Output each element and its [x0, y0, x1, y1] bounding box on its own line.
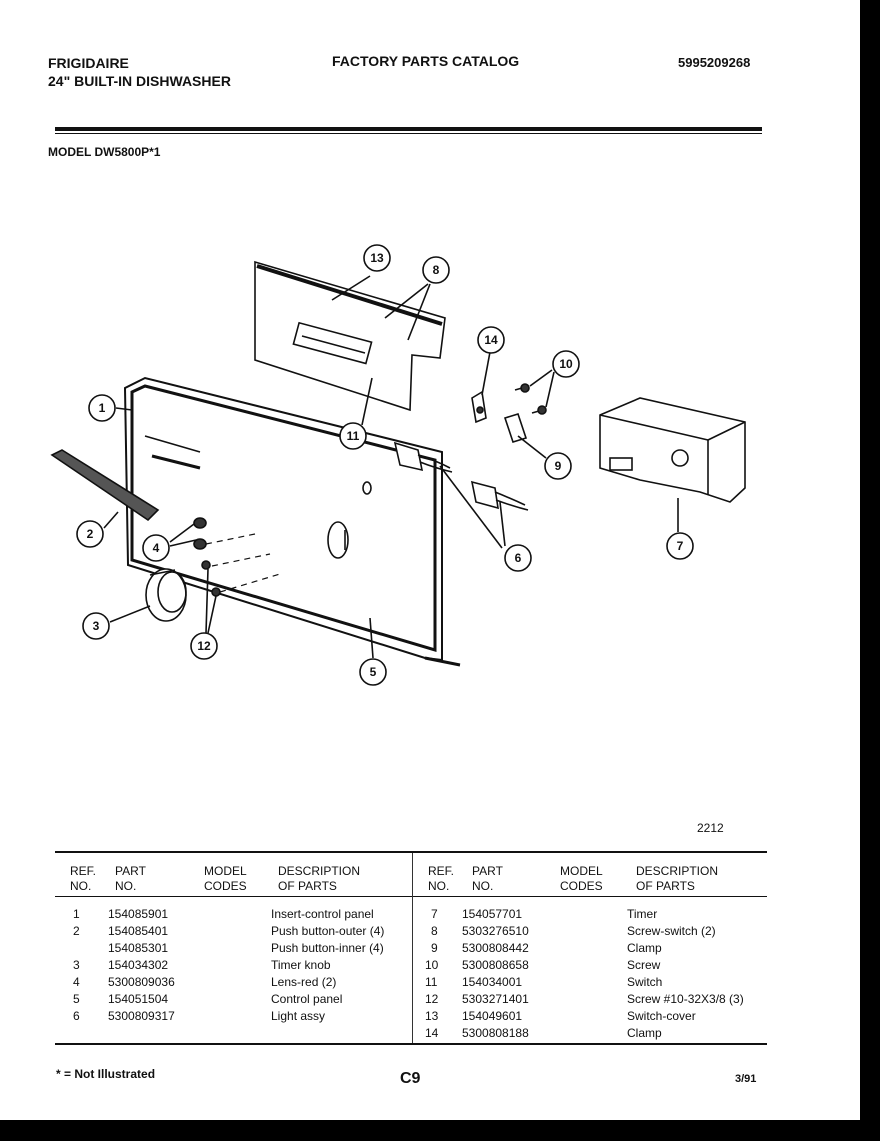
- part-description: Screw #10-32X3/8 (3): [627, 992, 744, 1006]
- callout-10: 10: [552, 350, 580, 378]
- svg-text:4: 4: [153, 541, 160, 555]
- part-ref-number: 12: [425, 992, 439, 1006]
- part-number: 154051504: [108, 992, 169, 1006]
- table-header-model-right: MODEL CODES: [560, 864, 603, 893]
- revision-date: 3/91: [735, 1073, 757, 1085]
- header-rule: [55, 127, 762, 131]
- svg-text:10: 10: [559, 357, 573, 371]
- part-number: 5300808442: [462, 941, 529, 955]
- table-header-ref-left: REF. NO.: [70, 864, 97, 893]
- catalog-page: FRIGIDAIRE 24" BUILT-IN DISHWASHER FACTO…: [0, 0, 860, 1120]
- part-number: 5300808658: [462, 958, 529, 972]
- svg-text:11: 11: [347, 429, 360, 443]
- catalog-number: 5995209268: [678, 55, 751, 70]
- part-description: Clamp: [627, 941, 662, 955]
- part-description: Lens-red (2): [271, 975, 337, 989]
- table-header-part-right: PART NO.: [472, 864, 503, 893]
- callout-5: 5: [359, 658, 387, 686]
- brand-name: FRIGIDAIRE: [48, 55, 129, 71]
- part-description: Push button-outer (4): [271, 924, 385, 938]
- part-number: 154049601: [462, 1009, 523, 1023]
- callout-8: 8: [422, 256, 450, 284]
- part-description: Switch-cover: [627, 1009, 696, 1023]
- header-rule-thin: [55, 133, 762, 134]
- part-description: Light assy: [271, 1009, 326, 1023]
- catalog-title: FACTORY PARTS CATALOG: [332, 53, 520, 69]
- part-number: 5303276510: [462, 924, 529, 938]
- part-ref-number: 3: [73, 958, 80, 972]
- svg-text:3: 3: [93, 619, 100, 633]
- part-description: Timer: [627, 907, 658, 921]
- part-number: 154085401: [108, 924, 169, 938]
- svg-text:14: 14: [484, 333, 498, 347]
- part-description: Screw-switch (2): [627, 924, 716, 938]
- table-header-rule: [55, 896, 767, 897]
- part-description: Timer knob: [271, 958, 331, 972]
- part-ref-number: 2: [73, 924, 80, 938]
- svg-text:13: 13: [370, 251, 384, 265]
- part-number: 154034302: [108, 958, 169, 972]
- svg-text:8: 8: [433, 263, 440, 277]
- part-description: Push button-inner (4): [271, 941, 384, 955]
- part-ref-number: 5: [73, 992, 80, 1006]
- callout-12: 12: [190, 632, 218, 660]
- callout-4: 4: [142, 534, 170, 562]
- svg-text:1: 1: [99, 401, 106, 415]
- part-description: Insert-control panel: [271, 907, 374, 921]
- part-number: 5303271401: [462, 992, 529, 1006]
- table-header-ref-right: REF. NO.: [428, 864, 455, 893]
- callout-7: 7: [666, 532, 694, 560]
- part-description: Switch: [627, 975, 663, 989]
- table-header-desc-right: DESCRIPTION OF PARTS: [636, 864, 719, 893]
- svg-text:12: 12: [197, 639, 211, 653]
- diagram-number: 2212: [697, 821, 724, 835]
- table-header-model-left: MODEL CODES: [204, 864, 247, 893]
- callout-1: 1: [88, 394, 116, 422]
- product-type: 24" BUILT-IN DISHWASHER: [48, 73, 231, 89]
- part-ref-number: 11: [425, 975, 438, 989]
- part-ref-number: 9: [431, 941, 438, 955]
- table-bottom-rule: [55, 1043, 767, 1045]
- callout-14: 14: [477, 326, 505, 354]
- part-ref-number: 8: [431, 924, 438, 938]
- svg-text:7: 7: [677, 539, 684, 553]
- footnote: * = Not Illustrated: [56, 1067, 156, 1081]
- part-ref-number: 10: [425, 958, 439, 972]
- page-code: C9: [400, 1070, 421, 1087]
- table-top-rule: [55, 851, 767, 853]
- part-ref-number: 1: [73, 907, 80, 921]
- svg-text:2: 2: [87, 527, 94, 541]
- callout-13: 13: [363, 244, 391, 272]
- part-number: 5300808188: [462, 1026, 529, 1040]
- part-number: 154085301: [108, 941, 169, 955]
- part-number: 5300809036: [108, 975, 175, 989]
- part-ref-number: 6: [73, 1009, 80, 1023]
- svg-text:5: 5: [370, 665, 377, 679]
- part-number: 154085901: [108, 907, 169, 921]
- part-ref-number: 4: [73, 975, 80, 989]
- part-description: Screw: [627, 958, 661, 972]
- table-header-part-left: PART NO.: [115, 864, 146, 893]
- part-number: 154034001: [462, 975, 523, 989]
- part-number: 5300809317: [108, 1009, 175, 1023]
- svg-text:9: 9: [555, 459, 562, 473]
- callout-9: 9: [544, 452, 572, 480]
- callout-6: 6: [504, 544, 532, 572]
- part-ref-number: 14: [425, 1026, 439, 1040]
- svg-text:6: 6: [515, 551, 522, 565]
- callout-3: 3: [82, 612, 110, 640]
- part-ref-number: 7: [431, 907, 438, 921]
- part-description: Control panel: [271, 992, 343, 1006]
- part-number: 154057701: [462, 907, 523, 921]
- table-header-desc-left: DESCRIPTION OF PARTS: [278, 864, 361, 893]
- part-ref-number: 13: [425, 1009, 439, 1023]
- exploded-parts-diagram: 1 2 3 4 5 6 7 8 9 10 11 12 13 14: [50, 244, 746, 686]
- model-label: MODEL DW5800P*1: [48, 145, 161, 159]
- callout-11: 11: [339, 422, 367, 450]
- callout-2: 2: [76, 520, 104, 548]
- table-divider: [412, 853, 413, 1043]
- part-description: Clamp: [627, 1026, 662, 1040]
